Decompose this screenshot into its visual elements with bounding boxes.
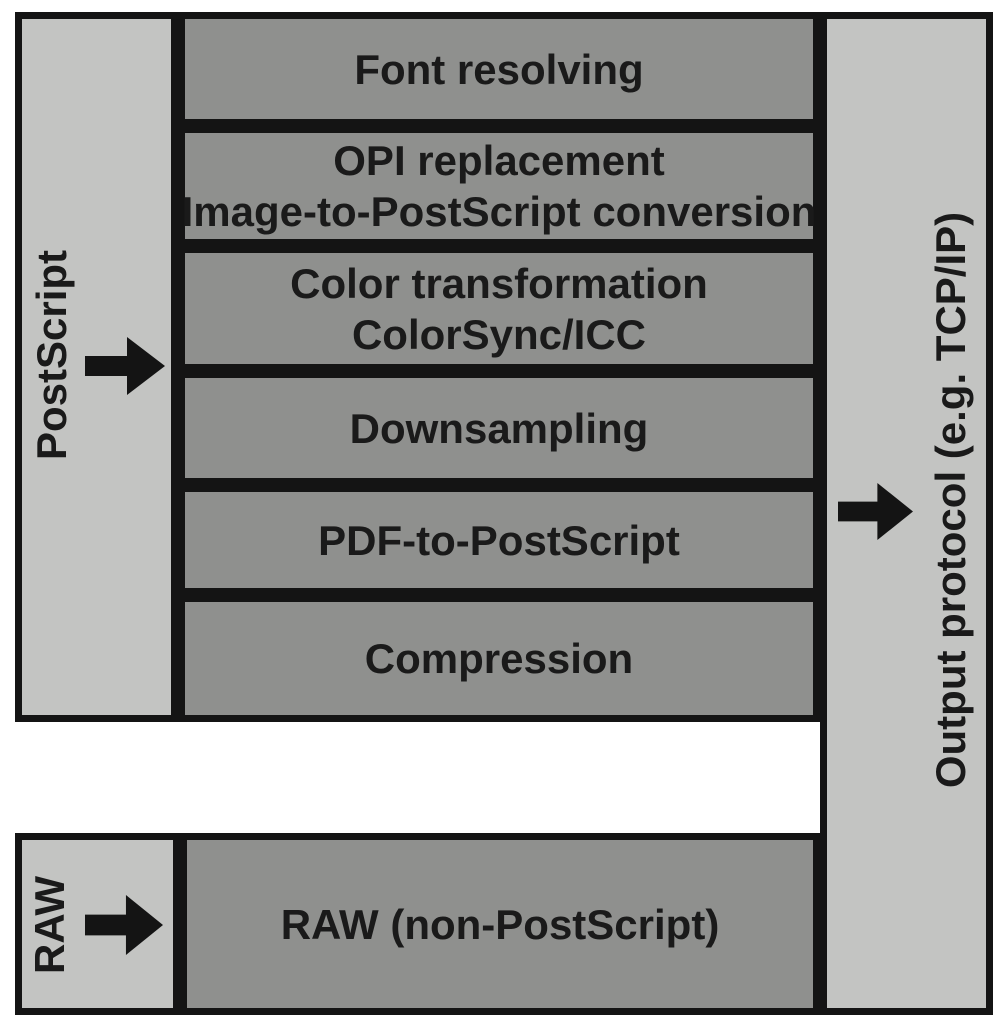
stage-compression: Compression — [178, 595, 820, 722]
stage-label: Image-to-PostScript conversion — [181, 188, 817, 235]
stage-label: Color transformation — [290, 259, 708, 307]
stage-font-resolving: Font resolving — [178, 12, 820, 126]
stage-label: Font resolving — [354, 45, 644, 93]
postscript-lane-label: PostScript — [28, 249, 75, 461]
output-protocol-lane: Output protocol (e.g. TCP/IP) — [820, 12, 993, 1015]
stage-downsampling: Downsampling — [178, 371, 820, 485]
raw-right-arrow-icon — [85, 895, 163, 955]
stage-label: RAW (non-PostScript) — [280, 900, 720, 948]
stage-label: Downsampling — [349, 404, 649, 452]
output-protocol-label: Output protocol (e.g. TCP/IP) — [927, 211, 974, 789]
stage-label: OPI replacement — [333, 137, 665, 184]
stage-raw-non-postscript: RAW (non-PostScript) — [180, 833, 820, 1015]
stage-label: PDF-to-PostScript — [318, 516, 680, 564]
raw-lane: RAW — [15, 833, 180, 1015]
raw-lane-label: RAW — [26, 876, 73, 974]
stage-opi-replacement: OPI replacement Image-to-PostScript conv… — [178, 126, 820, 246]
stage-pdf-to-postscript: PDF-to-PostScript — [178, 485, 820, 595]
stage-label: ColorSync/ICC — [351, 310, 647, 358]
output-right-arrow-icon — [838, 483, 913, 540]
stage-label: Compression — [364, 635, 634, 682]
postscript-right-arrow-icon — [85, 337, 165, 395]
stage-color-transformation: Color transformation ColorSync/ICC — [178, 246, 820, 371]
postscript-lane: PostScript — [15, 12, 178, 722]
